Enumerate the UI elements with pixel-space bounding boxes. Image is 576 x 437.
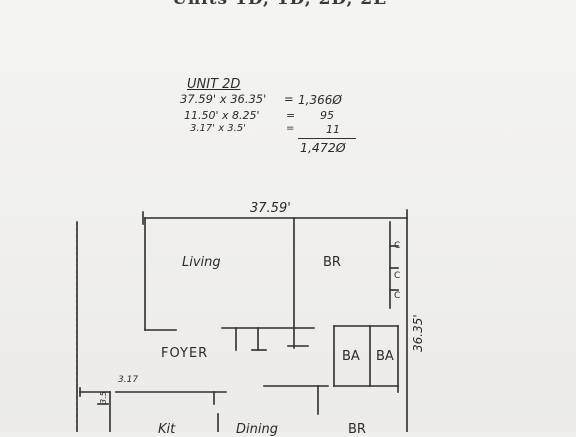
room-label-br-upper: BR xyxy=(323,255,341,270)
calc-total-rule xyxy=(298,138,356,139)
calc-line-3-result: 11 xyxy=(326,123,340,136)
room-label-living: Living xyxy=(182,255,221,270)
unit-label: UNIT 2D xyxy=(187,77,241,92)
dimension-small-width: 3.17 xyxy=(118,375,139,385)
room-label-br-lower: BR xyxy=(348,422,366,437)
room-label-dining: Dining xyxy=(236,422,278,437)
calc-total: 1,472Ø xyxy=(300,140,346,155)
page-header-title: Units 1D, 1D, 2D, 2E xyxy=(172,0,387,8)
calc-line-1-expr: 37.59' x 36.35' xyxy=(180,92,267,106)
closet-label: C xyxy=(394,271,401,281)
dimension-right: 36.35' xyxy=(411,314,425,352)
calc-line-3-expr: 3.17' x 3.5' xyxy=(190,123,246,134)
calc-line-1-op: = xyxy=(284,92,294,106)
closet-label: C xyxy=(394,291,401,301)
calc-line-2-op: = xyxy=(286,109,296,122)
dimension-top: 37.59' xyxy=(250,201,291,216)
room-label-foyer: FOYER xyxy=(161,346,209,361)
calc-line-1-result: 1,366Ø xyxy=(298,93,342,107)
dimension-small-height: 3.5 xyxy=(99,391,108,404)
room-label-kitchen: Kit xyxy=(158,422,176,437)
calc-line-2-expr: 11.50' x 8.25' xyxy=(184,109,260,122)
calc-line-2-result: 95 xyxy=(320,109,334,122)
calc-line-3-op: = xyxy=(286,123,295,134)
room-label-ba-right: BA xyxy=(376,349,394,364)
room-label-ba-left: BA xyxy=(342,349,360,364)
closet-label: C xyxy=(394,241,401,251)
